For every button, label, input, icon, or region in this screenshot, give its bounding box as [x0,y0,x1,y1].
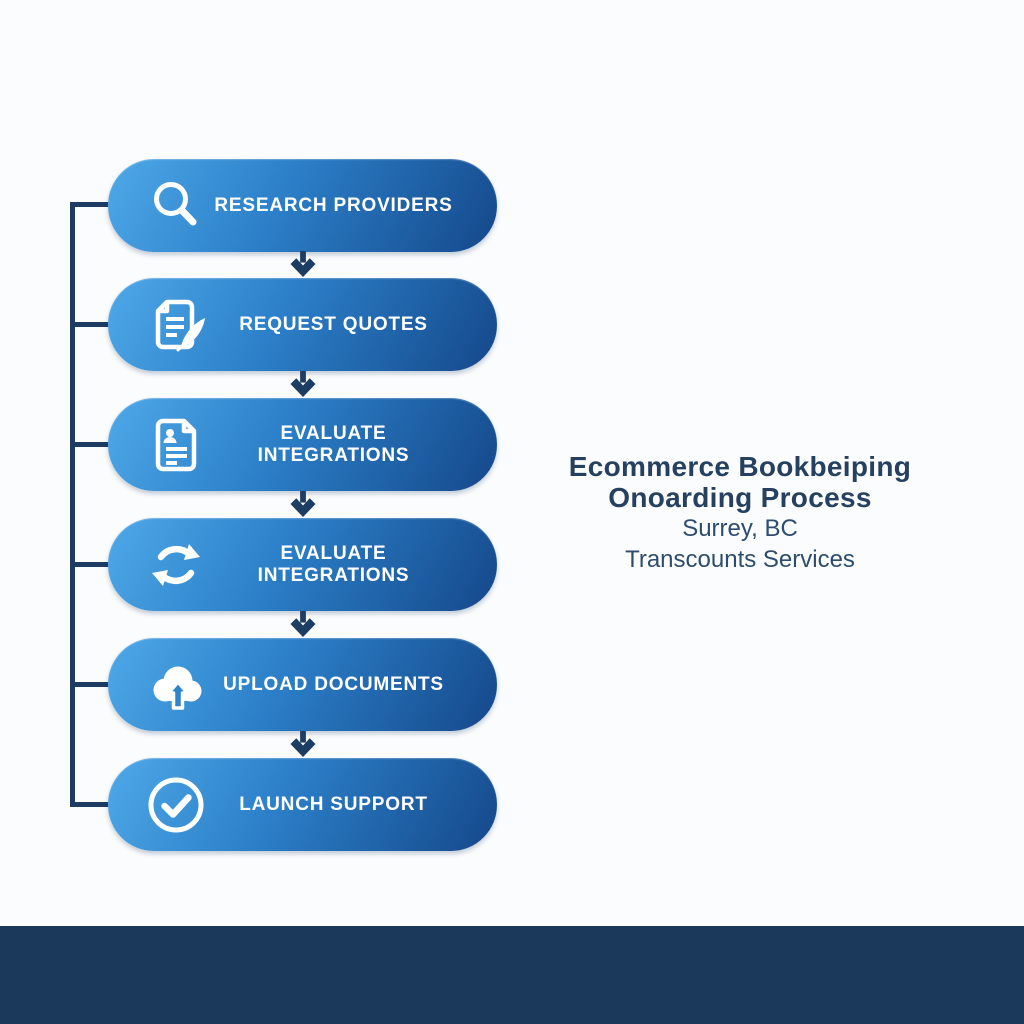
step-launch-support: LAUNCH SUPPORT [108,758,497,851]
document-person-icon [144,413,208,477]
down-arrow-icon [288,731,318,758]
connector-stub [70,802,112,807]
connector-vertical-line [70,202,75,805]
step-label: REQUEST QUOTES [239,313,428,335]
down-arrow-icon [288,251,318,278]
step-label: LAUNCH SUPPORT [239,793,428,815]
subtitle-location: Surrey, BC [682,515,798,542]
footer-bar [0,926,1024,1024]
connector-stub [70,442,112,447]
title-block: Ecommerce Bookbeiping Onoarding Process … [540,451,940,575]
step-label: RESEARCH PROVIDERS [214,194,453,216]
connector-stub [70,202,112,207]
step-label: UPLOAD DOCUMENTS [223,673,444,695]
connector-stub [70,562,112,567]
step-label: EVALUATE INTEGRATIONS [257,422,410,466]
step-evaluate-integrations-2: EVALUATE INTEGRATIONS [108,518,497,611]
down-arrow-icon [288,491,318,518]
down-arrow-icon [288,611,318,638]
cloud-upload-icon [144,653,208,717]
step-upload-documents: UPLOAD DOCUMENTS [108,638,497,731]
subtitle-company: Transcounts Services [625,546,855,573]
down-arrow-icon [288,371,318,398]
title-line-1: Ecommerce Bookbeiping [568,451,912,482]
sync-arrows-icon [144,533,208,597]
connector-stub [70,322,112,327]
document-pen-icon [144,293,208,357]
step-research-providers: RESEARCH PROVIDERS [108,159,497,252]
magnifier-icon [144,174,208,238]
title-line-2: Onoarding Process [608,482,872,513]
step-label: EVALUATE INTEGRATIONS [257,542,410,586]
check-circle-icon [144,773,208,837]
connector-stub [70,682,112,687]
step-evaluate-integrations-1: EVALUATE INTEGRATIONS [108,398,497,491]
step-request-quotes: REQUEST QUOTES [108,278,497,371]
